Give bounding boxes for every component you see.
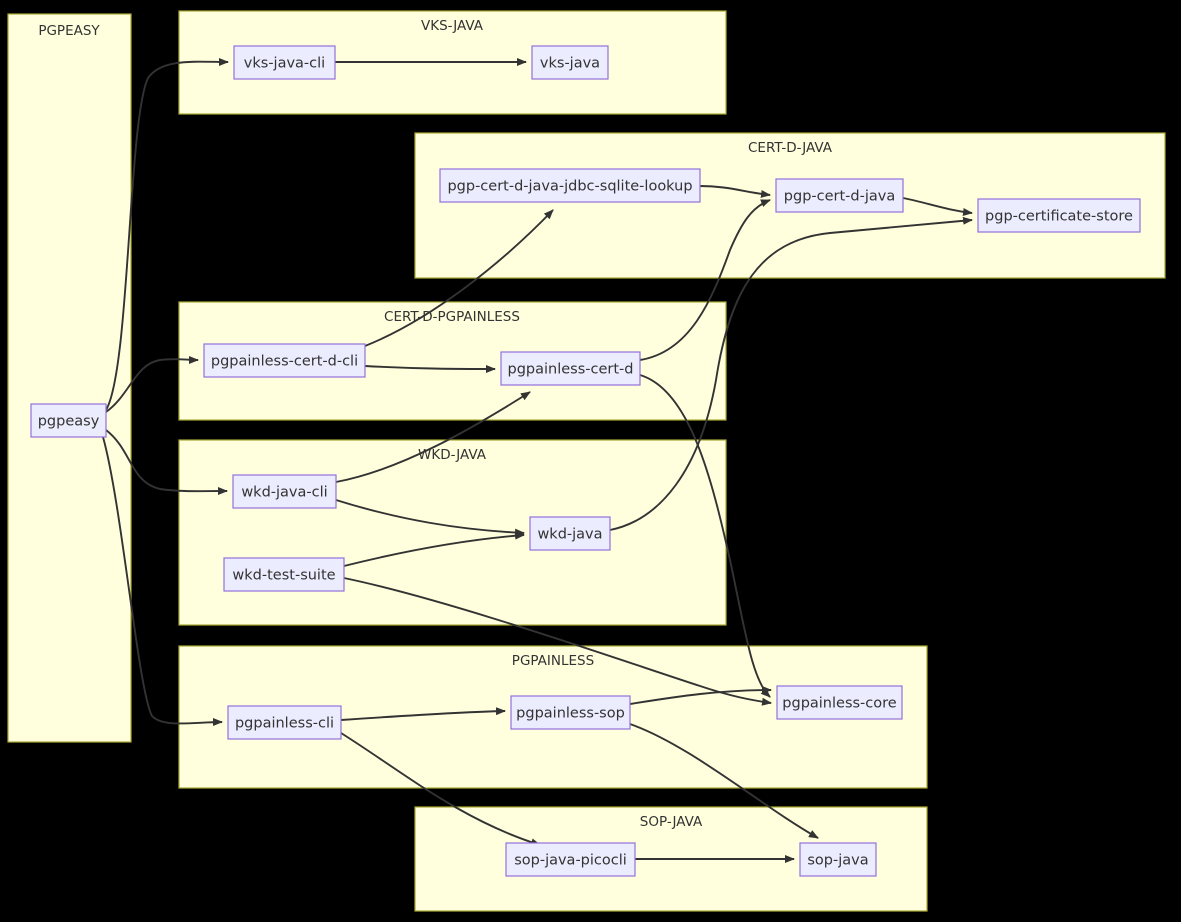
cluster-label-vks-java: VKS-JAVA xyxy=(421,18,484,34)
node-pgpeasy[interactable]: pgpeasy xyxy=(30,403,107,438)
edge-pgpainless-cli-to-pgpainless-sop xyxy=(340,707,506,721)
node-box-pgp-cert-d-java-jdbc-sqlite-lookup[interactable] xyxy=(439,168,701,203)
cluster-box-pgpeasy xyxy=(7,13,132,743)
node-label-sop-java-picocli: sop-java-picocli xyxy=(514,853,627,869)
edge-wkd-java-cli-to-wkd-java xyxy=(335,499,525,537)
node-box-pgpainless-cert-d[interactable] xyxy=(500,351,641,386)
node-box-pgpainless-core[interactable] xyxy=(776,685,903,720)
node-pgpainless-cert-d-cli[interactable]: pgpainless-cert-d-cli xyxy=(203,343,366,378)
cluster-wkd-java: WKD-JAVA xyxy=(178,439,727,626)
edge-pgpainless-sop-to-sop-java xyxy=(629,723,819,839)
edge-pgpainless-cert-d-cli-to-pgpainless-cert-d xyxy=(364,364,496,373)
node-label-vks-java: vks-java xyxy=(540,56,600,72)
node-wkd-test-suite[interactable]: wkd-test-suite xyxy=(223,557,345,592)
edge-pgpeasy-to-pgpainless-cert-d-cli xyxy=(105,355,199,413)
node-box-pgp-cert-d-java[interactable] xyxy=(775,178,904,213)
node-wkd-java-cli[interactable]: wkd-java-cli xyxy=(232,474,337,509)
node-box-sop-java[interactable] xyxy=(799,842,877,877)
node-sop-java-picocli[interactable]: sop-java-picocli xyxy=(505,842,636,877)
edge-wkd-test-suite-to-pgpainless-core xyxy=(343,577,772,706)
cluster-label-pgpeasy: PGPEASY xyxy=(38,23,100,39)
node-label-vks-java-cli: vks-java-cli xyxy=(244,56,325,72)
edge-wkd-test-suite-to-wkd-java xyxy=(343,531,525,567)
cluster-label-wkd-java: WKD-JAVA xyxy=(418,447,487,463)
node-label-pgpainless-cert-d-cli: pgpainless-cert-d-cli xyxy=(211,354,358,370)
node-label-pgp-certificate-store: pgp-certificate-store xyxy=(985,209,1133,225)
node-box-pgpainless-sop[interactable] xyxy=(510,695,631,730)
edge-pgpainless-cert-d-cli-to-pgp-cert-d-java-jdbc-sqlite-lookup xyxy=(364,209,554,347)
edge-pgp-cert-d-java-jdbc-sqlite-lookup-to-pgp-cert-d-java xyxy=(699,185,771,198)
node-box-pgpainless-cli[interactable] xyxy=(227,705,342,740)
cluster-pgpeasy: PGPEASY xyxy=(7,13,132,743)
nodes-layer: pgpeasy vks-java-cli vks-java pgp-cert-d-ja… xyxy=(30,45,1141,877)
cluster-label-sop-java: SOP-JAVA xyxy=(640,814,703,830)
node-pgpainless-sop[interactable]: pgpainless-sop xyxy=(510,695,631,730)
node-label-pgp-cert-d-java-jdbc-sqlite-lookup: pgp-cert-d-java-jdbc-sqlite-lookup xyxy=(447,179,692,195)
edge-pgpeasy-to-vks-java-cli xyxy=(105,57,229,411)
node-box-pgpainless-cert-d-cli[interactable] xyxy=(203,343,366,378)
node-box-wkd-java[interactable] xyxy=(529,516,611,551)
node-sop-java[interactable]: sop-java xyxy=(799,842,877,877)
edge-pgpainless-cli-to-sop-java-picocli xyxy=(340,732,541,847)
node-box-pgpeasy[interactable] xyxy=(30,403,107,438)
node-pgpainless-core[interactable]: pgpainless-core xyxy=(776,685,903,720)
node-pgp-certificate-store[interactable]: pgp-certificate-store xyxy=(977,198,1141,233)
node-label-wkd-test-suite: wkd-test-suite xyxy=(232,568,335,584)
node-label-pgpainless-core: pgpainless-core xyxy=(782,696,896,712)
node-label-pgpeasy: pgpeasy xyxy=(38,414,100,430)
edge-pgpainless-cert-d-to-pgp-cert-d-java xyxy=(639,199,771,361)
cluster-label-cert-d-pgpainless: CERT-D-PGPAINLESS xyxy=(384,309,520,325)
node-box-wkd-test-suite[interactable] xyxy=(223,557,345,592)
edge-wkd-java-to-pgp-certificate-store xyxy=(609,216,973,531)
node-label-wkd-java-cli: wkd-java-cli xyxy=(241,485,327,501)
node-box-vks-java-cli[interactable] xyxy=(233,45,336,80)
node-vks-java-cli[interactable]: vks-java-cli xyxy=(233,45,336,80)
edge-pgpeasy-to-pgpainless-cli xyxy=(102,436,223,727)
clusters-layer: PGPEASY VKS-JAVA CERT-D-JAVA CERT-D-PGPAINL… xyxy=(7,10,1166,912)
cluster-label-pgpainless: PGPAINLESS xyxy=(512,653,594,669)
node-box-wkd-java-cli[interactable] xyxy=(232,474,337,509)
node-label-pgpainless-sop: pgpainless-sop xyxy=(516,706,625,722)
edge-pgpainless-sop-to-pgpainless-core xyxy=(629,686,772,705)
edge-pgpeasy-to-wkd-java-cli xyxy=(105,429,228,496)
node-label-pgpainless-cert-d: pgpainless-cert-d xyxy=(508,362,634,378)
edge-wkd-java-cli-to-pgpainless-cert-d xyxy=(335,391,531,483)
node-wkd-java[interactable]: wkd-java xyxy=(529,516,611,551)
node-box-sop-java-picocli[interactable] xyxy=(505,842,636,877)
node-vks-java[interactable]: vks-java xyxy=(531,45,609,80)
cluster-box-wkd-java xyxy=(178,439,727,626)
node-label-pgp-cert-d-java: pgp-cert-d-java xyxy=(784,189,895,205)
node-label-pgpainless-cli: pgpainless-cli xyxy=(235,716,334,732)
edge-pgp-cert-d-java-to-pgp-certificate-store xyxy=(902,197,973,216)
node-pgpainless-cert-d[interactable]: pgpainless-cert-d xyxy=(500,351,641,386)
node-label-wkd-java: wkd-java xyxy=(537,527,602,543)
edge-pgpainless-cert-d-to-pgpainless-core xyxy=(639,374,771,698)
node-label-sop-java: sop-java xyxy=(807,853,868,869)
edges-layer xyxy=(102,57,973,863)
node-box-pgp-certificate-store[interactable] xyxy=(977,198,1141,233)
node-pgp-cert-d-java-jdbc-sqlite-lookup[interactable]: pgp-cert-d-java-jdbc-sqlite-lookup xyxy=(439,168,701,203)
node-pgp-cert-d-java[interactable]: pgp-cert-d-java xyxy=(775,178,904,213)
node-box-vks-java[interactable] xyxy=(531,45,609,80)
node-pgpainless-cli[interactable]: pgpainless-cli xyxy=(227,705,342,740)
cluster-label-cert-d-java: CERT-D-JAVA xyxy=(748,140,833,156)
